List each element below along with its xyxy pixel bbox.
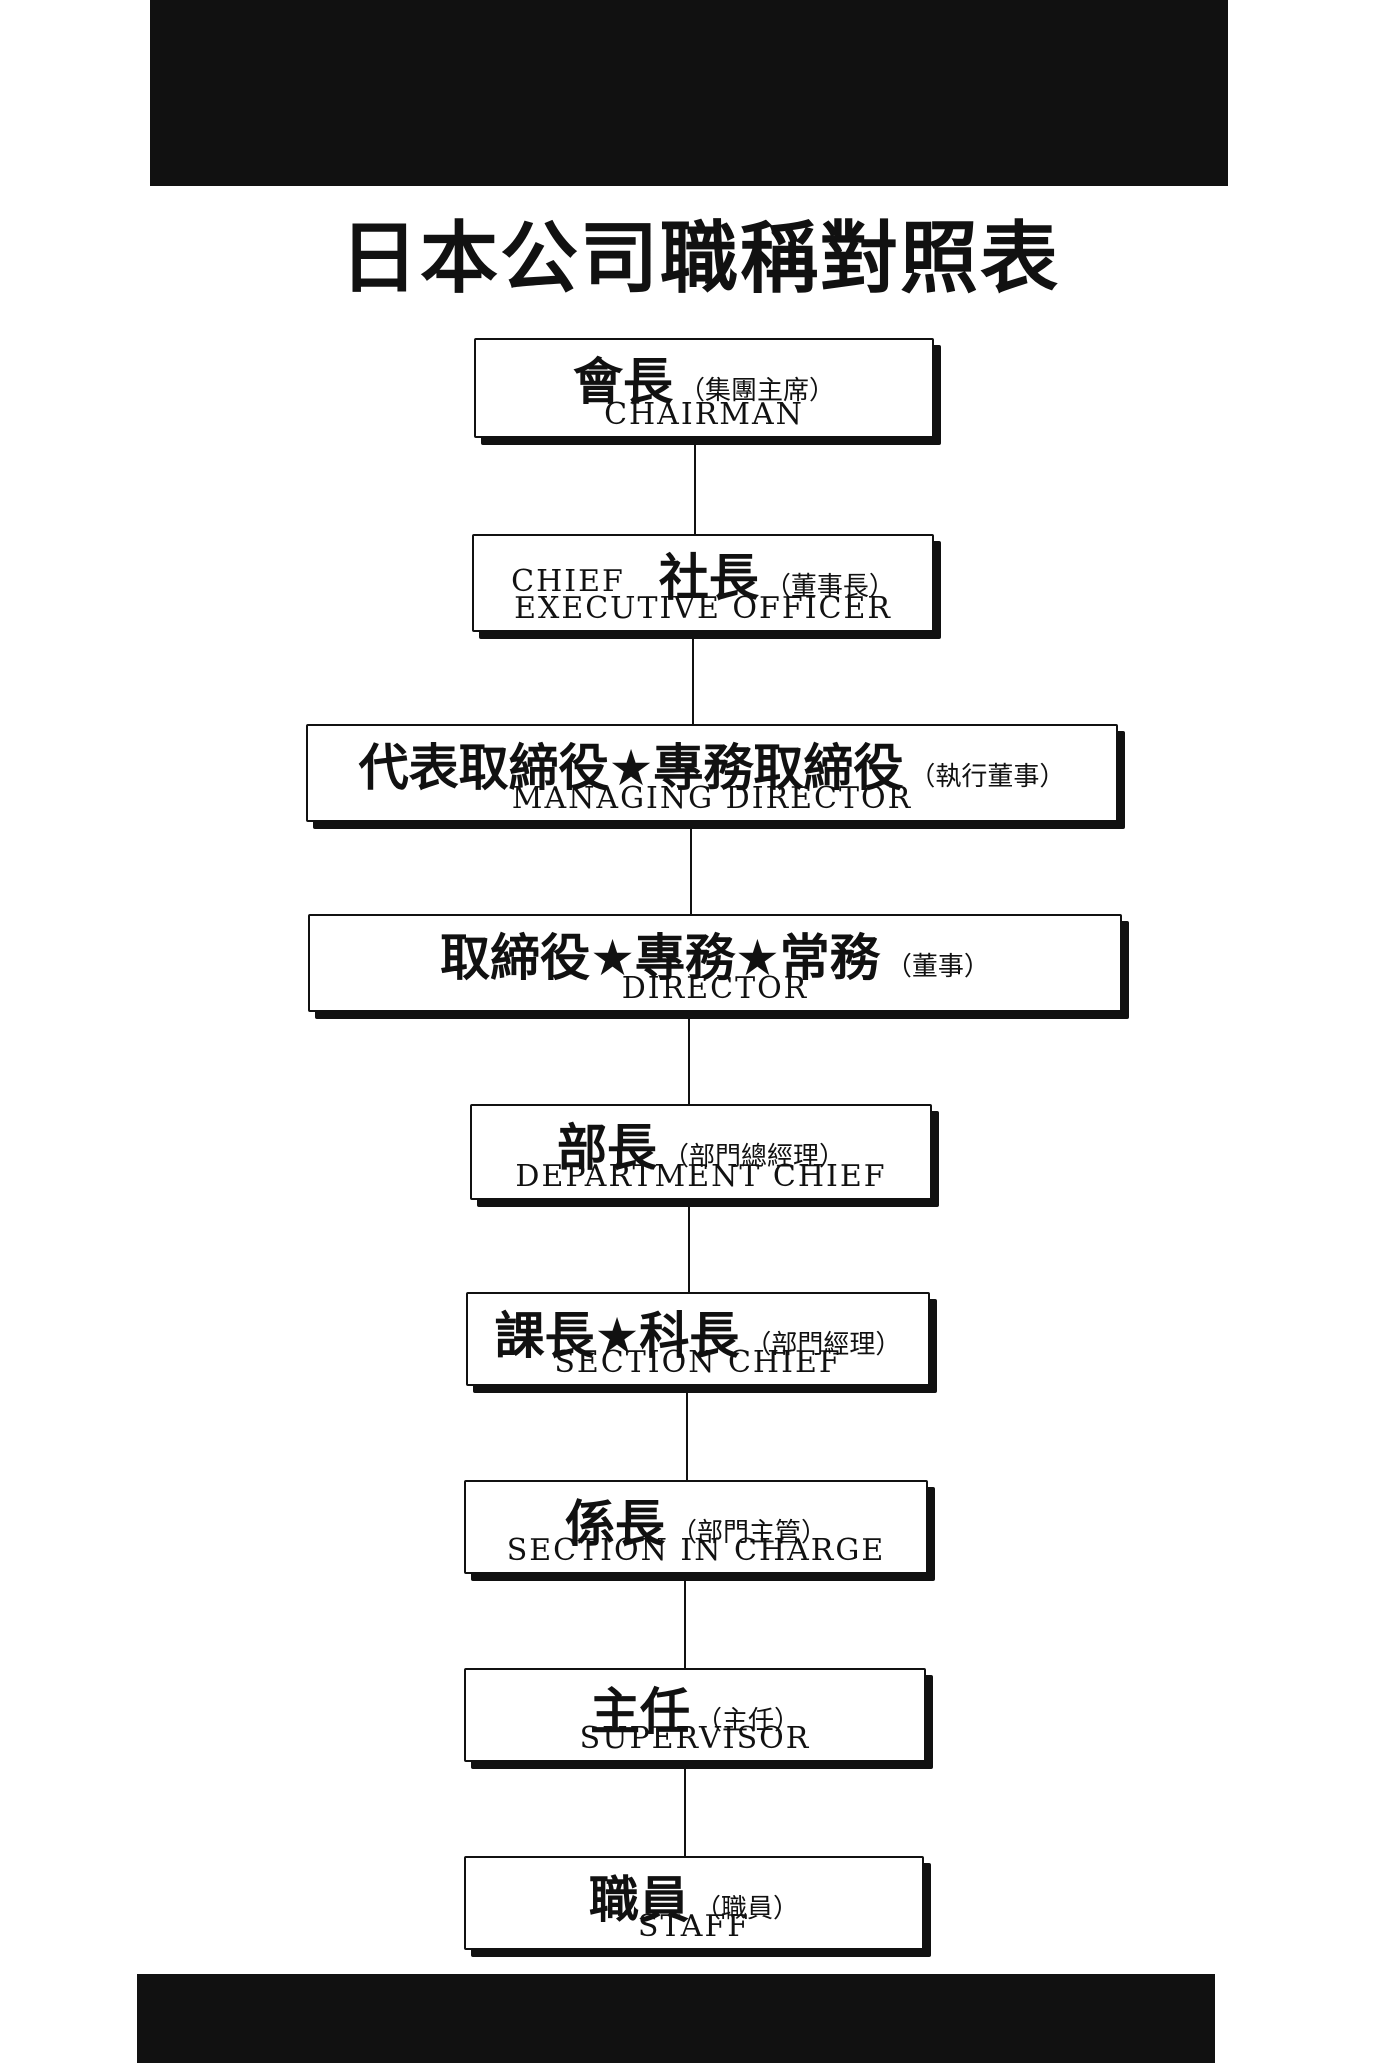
- connector-line: [694, 438, 696, 534]
- position-zh: （執行董事）: [909, 762, 1066, 792]
- bottom-black-bar: [137, 1974, 1215, 2063]
- box-supervisor: 主任（主任） SUPERVISOR: [464, 1668, 926, 1762]
- box-ceo: CHIEF 社長（董事長） EXECUTIVE OFFICER: [472, 534, 934, 632]
- connector-line: [688, 1198, 690, 1292]
- position-zh: （部門總經理）: [662, 1142, 845, 1172]
- page-title: 日本公司職稱對照表: [339, 213, 1060, 304]
- position-en: CHAIRMAN: [604, 397, 804, 432]
- position-en: DEPARTMENT CHIEF: [515, 1159, 887, 1194]
- box-director: 取締役★專務★常務（董事） DIRECTOR: [308, 914, 1122, 1012]
- position-en-prefix: CHIEF: [511, 564, 625, 599]
- position-zh: （董事長）: [764, 572, 895, 602]
- position-ja: 會長: [572, 353, 673, 411]
- box-chairman: 會長（集團主席） CHAIRMAN: [474, 338, 934, 438]
- position-zh: （主任）: [695, 1706, 800, 1736]
- top-black-bar: [150, 0, 1228, 186]
- position-zh: （部門主管）: [670, 1518, 827, 1548]
- position-en: EXECUTIVE OFFICER: [514, 591, 892, 626]
- box-section-in-charge: 係長（部門主管） SECTION IN CHARGE: [464, 1480, 928, 1574]
- connector-line: [688, 1010, 690, 1104]
- connector-line: [692, 630, 694, 724]
- connector-line: [690, 820, 692, 914]
- position-en: DIRECTOR: [621, 971, 809, 1006]
- position-zh: （集團主席）: [678, 376, 835, 406]
- position-zh: （部門經理）: [745, 1330, 902, 1360]
- box-managing-director: 代表取締役★專務取締役（執行董事） MANAGING DIRECTOR: [306, 724, 1118, 822]
- box-staff: 職員（職員） STAFF: [464, 1856, 924, 1950]
- position-ja: 課長★科長: [494, 1307, 740, 1365]
- position-en: SECTION CHIEF: [554, 1345, 842, 1380]
- position-en: STAFF: [637, 1909, 751, 1944]
- position-ja: 係長: [564, 1495, 665, 1553]
- connector-line: [686, 1384, 688, 1480]
- position-en: SUPERVISOR: [579, 1721, 811, 1756]
- connector-line: [684, 1572, 686, 1668]
- position-en: SECTION IN CHARGE: [506, 1533, 886, 1568]
- box-department-chief: 部長（部門總經理） DEPARTMENT CHIEF: [470, 1104, 932, 1200]
- position-ja: 主任: [589, 1683, 690, 1741]
- connector-line: [684, 1760, 686, 1856]
- box-section-chief: 課長★科長（部門經理） SECTION CHIEF: [466, 1292, 930, 1386]
- position-ja: 社長: [658, 549, 759, 607]
- position-ja: 部長: [556, 1119, 657, 1177]
- position-en: MANAGING DIRECTOR: [511, 781, 913, 816]
- position-ja: 職員: [588, 1871, 689, 1929]
- position-ja: 代表取締役★專務取締役: [358, 739, 904, 797]
- position-zh: （職員）: [694, 1894, 799, 1924]
- position-zh: （董事）: [885, 952, 990, 982]
- position-ja: 取締役★專務★常務: [440, 929, 880, 987]
